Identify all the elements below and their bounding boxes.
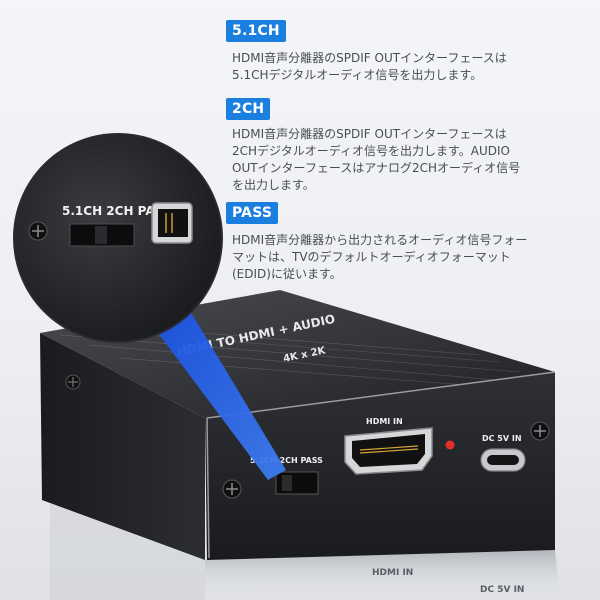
magnifier-switch-label: 5.1CH 2CH PASS — [62, 204, 171, 218]
badge-pass: PASS — [226, 202, 279, 224]
description-2ch: HDMI音声分離器のSPDIF OUTインターフェースは 2CHデジタルオーディ… — [232, 127, 521, 192]
badge-5-1ch: 5.1CH — [226, 20, 286, 42]
switch-knob[interactable] — [282, 475, 292, 491]
reflection-power-label: DC 5V IN — [480, 585, 524, 595]
screw-icon — [530, 421, 550, 441]
status-led — [445, 440, 455, 450]
screw-icon — [222, 479, 242, 499]
device-side-face — [40, 333, 205, 560]
badge-2ch: 2CH — [226, 98, 271, 120]
power-port-label: DC 5V IN — [482, 434, 522, 443]
device-reflection: HDMI IN DC 5V IN — [50, 500, 560, 600]
magnifier: 5.1CH 2CH PASS — [13, 133, 223, 343]
hdmi-port-label: HDMI IN — [366, 417, 403, 426]
description-5-1ch: HDMI音声分離器のSPDIF OUTインターフェースは 5.1CHデジタルオー… — [232, 51, 507, 82]
switch-label: 5.1CH 2CH PASS — [250, 456, 323, 465]
screw-icon — [28, 221, 48, 241]
screw-icon — [65, 374, 81, 390]
description-pass: HDMI音声分離器から出力されるオーディオ信号フォー マットは、TVのデフォルト… — [232, 233, 528, 281]
reflection-hdmi-label: HDMI IN — [372, 568, 413, 578]
